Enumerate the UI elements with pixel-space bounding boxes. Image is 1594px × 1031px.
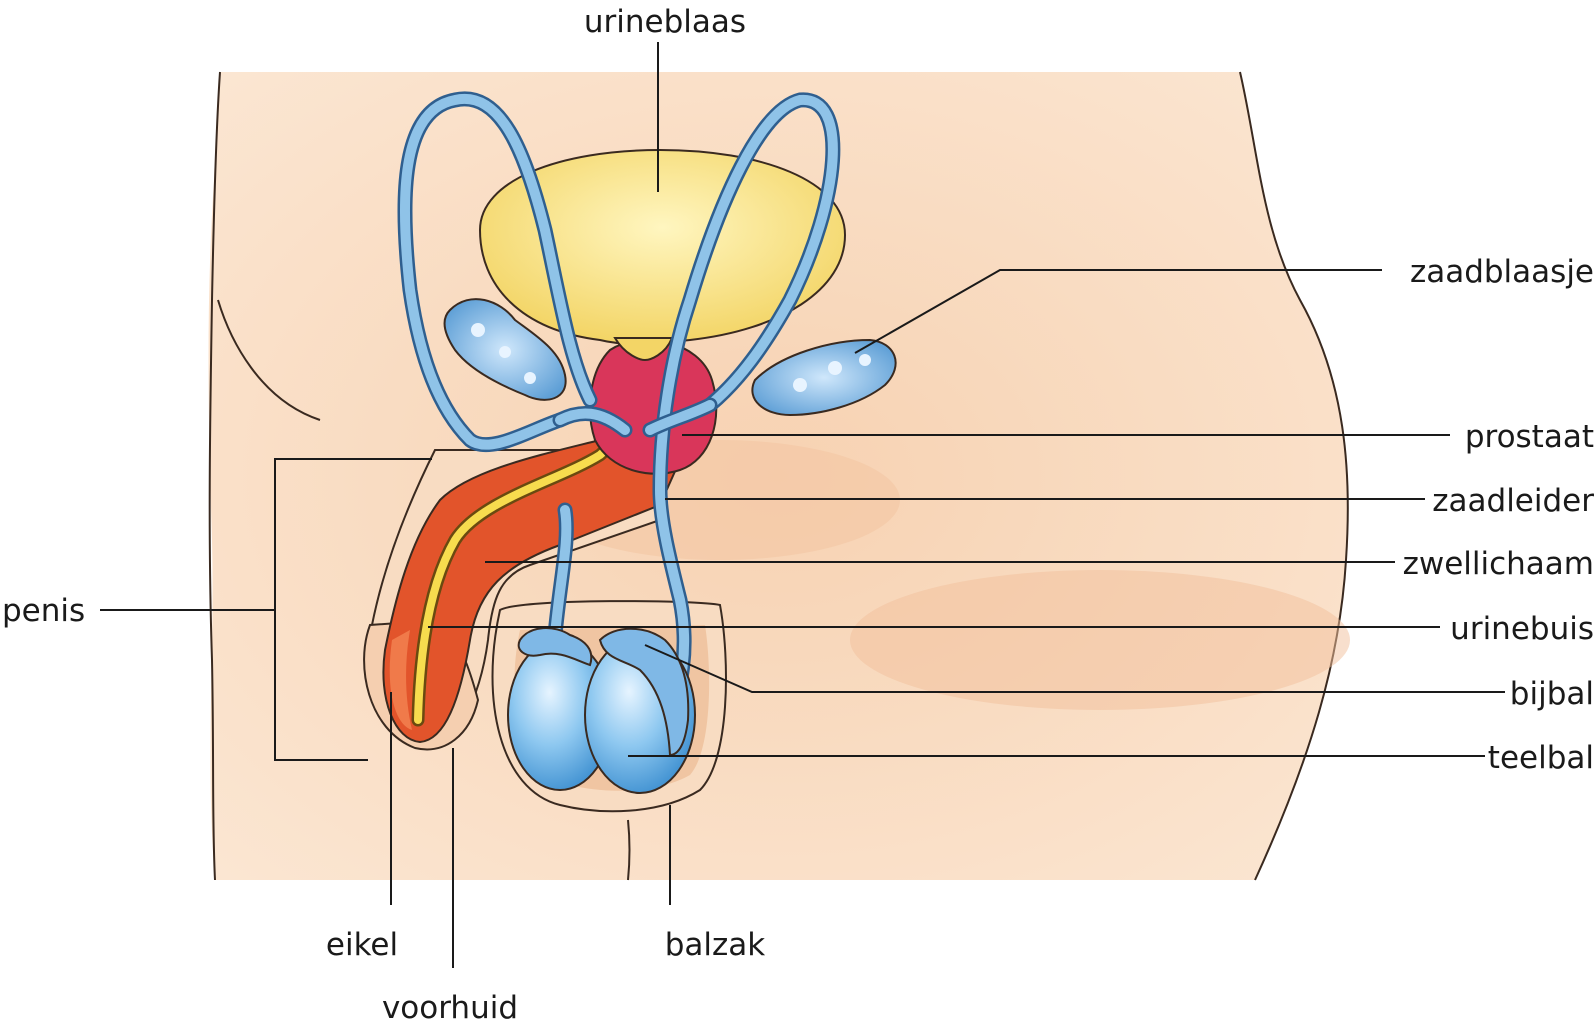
groin-crease-left [217, 299, 321, 421]
ejaculatory-duct-right-in [645, 400, 715, 435]
thigh-shadow [850, 570, 1350, 710]
inner-thigh-line [627, 819, 631, 881]
epididymis-left [517, 627, 593, 667]
urinary-bladder [478, 148, 847, 345]
label-zaadblaasje: zaadblaasje [1410, 254, 1594, 290]
vesicle-bump-1 [471, 323, 485, 337]
label-voorhuid: voorhuid [382, 990, 518, 1026]
label-penis: penis [2, 593, 85, 629]
epididymis-right [598, 627, 690, 757]
torso-left-outline [208, 71, 221, 881]
label-zaadleider: zaadleider [1432, 483, 1594, 519]
label-teelbal: teelbal [1488, 740, 1594, 776]
erectile-tissue [382, 438, 682, 744]
leader-lines [100, 42, 1505, 968]
label-urineblaas: urineblaas [584, 4, 746, 40]
label-zwellichaam: zwellichaam [1403, 546, 1594, 582]
labels: urineblaas zaadblaasje prostaat zaadleid… [2, 4, 1594, 1026]
vesicle-bump-3 [524, 372, 536, 384]
label-eikel: eikel [326, 927, 398, 963]
ejaculatory-duct-left-in [555, 408, 630, 435]
label-urinebuis: urinebuis [1450, 611, 1594, 647]
vesicle-bump-4 [793, 378, 807, 392]
duct-left-inner [399, 93, 595, 640]
bladder-neck [613, 337, 674, 362]
torso-right-outline [1239, 71, 1349, 881]
label-balzak: balzak [665, 927, 766, 963]
vesicle-bump-2 [499, 346, 511, 358]
leader-zaadblaasje [854, 269, 1382, 354]
label-bijbal: bijbal [1510, 676, 1594, 712]
vesicle-bump-6 [859, 354, 871, 366]
glans-highlight [389, 630, 412, 730]
leader-bijbal [644, 644, 1505, 693]
duct-right-inner [654, 94, 838, 725]
seminal-vesicles [443, 298, 897, 417]
vas-deferens [397, 91, 841, 728]
testes [507, 627, 696, 794]
vesicle-bump-5 [828, 361, 842, 375]
label-prostaat: prostaat [1465, 419, 1594, 455]
